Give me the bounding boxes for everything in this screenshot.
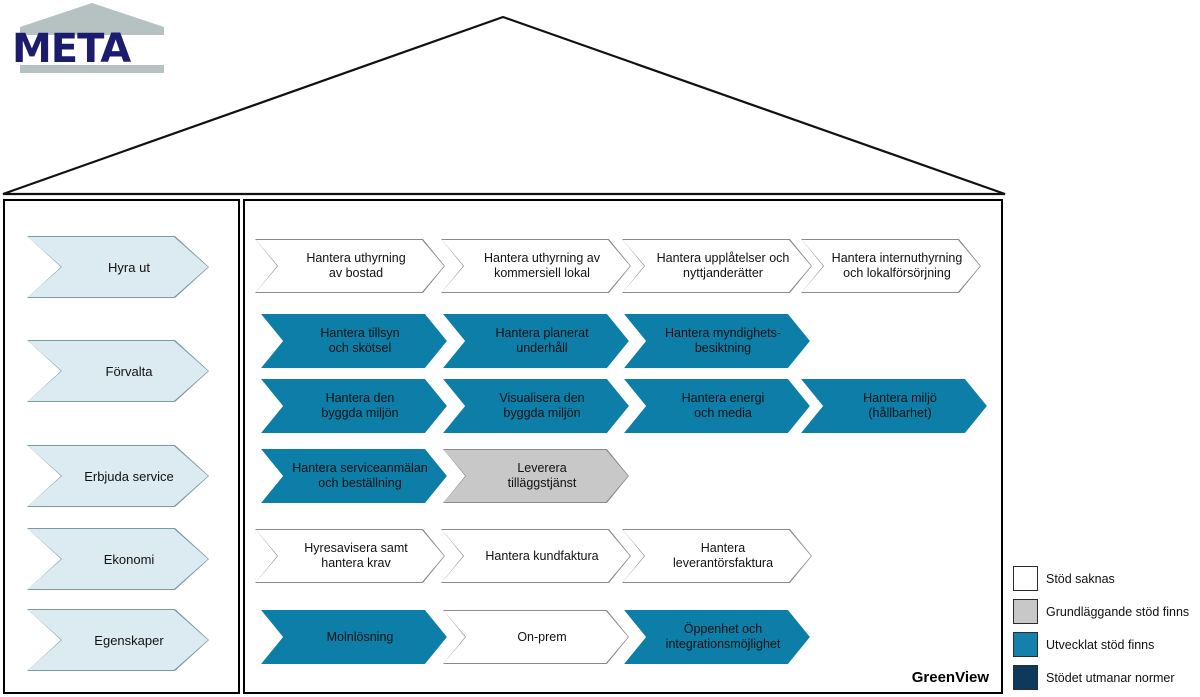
legend-swatch	[1013, 566, 1038, 591]
sidebar-item-1[interactable]: Hyra ut	[27, 236, 209, 298]
capability-label: On-prem	[517, 629, 567, 644]
legend-label: Stöd saknas	[1046, 571, 1115, 586]
capability-chevron[interactable]: On-prem	[443, 610, 629, 664]
sidebar-item-fill: Hyra ut	[28, 237, 208, 297]
sidebar-item-2[interactable]: Förvalta	[27, 340, 209, 402]
capability-chevron[interactable]: Hantera myndighets-besiktning	[624, 314, 810, 368]
sidebar-item-label: Förvalta	[105, 363, 153, 379]
capability-chevron[interactable]: Hantera miljö(hållbarhet)	[801, 379, 987, 433]
capability-label: Hantera kundfaktura	[485, 548, 599, 563]
capability-label: Hantera myndighets-besiktning	[664, 326, 782, 355]
sidebar-item-5[interactable]: Egenskaper	[27, 609, 209, 671]
sidebar-item-fill: Ekonomi	[28, 529, 208, 589]
legend-swatch	[1013, 599, 1038, 624]
sidebar-item-fill: Egenskaper	[28, 610, 208, 670]
logo-bar-top	[20, 27, 164, 35]
capability-chevron[interactable]: Molnlösning	[261, 610, 447, 664]
sidebar-item-4[interactable]: Ekonomi	[27, 528, 209, 590]
legend-item-1: Stöd saknas	[1013, 562, 1199, 595]
capability-chevron-fill: Hantera myndighets-besiktning	[625, 315, 809, 367]
capability-chevron-fill: Hantera miljö(hållbarhet)	[802, 380, 986, 432]
meta-logo: META	[6, 3, 171, 75]
capability-chevron-fill: Hantera kundfaktura	[442, 530, 630, 582]
capability-chevron[interactable]: Hantera kundfaktura	[441, 529, 631, 583]
capability-chevron-fill: Molnlösning	[262, 611, 446, 663]
legend-label: Stödet utmanar normer	[1046, 670, 1175, 685]
sidebar-item-fill: Förvalta	[28, 341, 208, 401]
sidebar-item-label: Ekonomi	[103, 551, 155, 567]
temple-pediment-icon	[20, 3, 164, 27]
sidebar-item-label: Hyra ut	[108, 259, 150, 275]
sidebar-item-label: Erbjuda service	[84, 468, 174, 484]
legend-label: Grundläggande stöd finns	[1046, 604, 1190, 619]
sidebar-item-label: Egenskaper	[94, 632, 164, 648]
sidebar-item-3[interactable]: Erbjuda service	[27, 445, 209, 507]
logo-wordmark: META	[12, 26, 131, 72]
sidebar-item-fill: Erbjuda service	[28, 446, 208, 506]
capability-chevron-fill: On-prem	[444, 611, 628, 663]
legend-swatch	[1013, 632, 1038, 657]
legend-item-4: Stödet utmanar normer	[1013, 661, 1199, 694]
logo-bar-bottom	[20, 65, 164, 73]
legend-swatch	[1013, 665, 1038, 690]
capability-label: Hantera miljö(hållbarhet)	[863, 391, 937, 420]
legend-item-3: Utvecklat stöd finns	[1013, 628, 1199, 661]
legend-label: Utvecklat stöd finns	[1046, 637, 1155, 652]
house-roof-triangle	[2, 15, 1006, 196]
legend-item-2: Grundläggande stöd finns	[1013, 595, 1199, 628]
greenview-label: GreenView	[911, 669, 989, 686]
capability-label: Molnlösning	[326, 629, 394, 644]
